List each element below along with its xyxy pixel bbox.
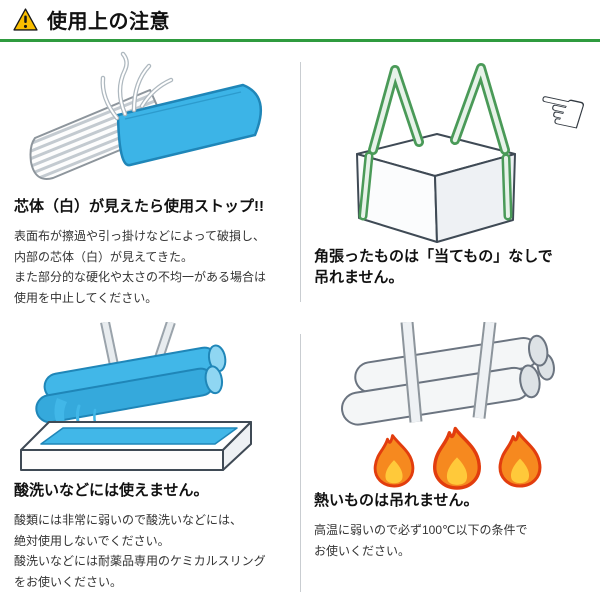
panel-heading: 熱いものは吊れません。 bbox=[314, 492, 479, 509]
warning-triangle-icon bbox=[13, 8, 38, 31]
sling-straps bbox=[400, 322, 497, 423]
flame-icons bbox=[373, 426, 542, 490]
sling-loops bbox=[358, 63, 513, 221]
acid-tank-illustration bbox=[0, 322, 300, 474]
pointing-hand-icon: ☜ bbox=[529, 72, 591, 149]
panel-hot-load: 熱いものは吊れません。 高温に弱いので必ず100℃以下の条件で お使いください。 bbox=[300, 322, 600, 561]
column-divider-bottom bbox=[300, 334, 301, 592]
panel-body: 表面布が擦過や引っ掛けなどによって破損し、 内部の芯体（白）が見えてきた。 また… bbox=[14, 229, 267, 305]
pipe-bundle bbox=[341, 334, 555, 426]
panel-heading: 角張ったものは「当てもの」なしで 吊れません。 bbox=[314, 248, 553, 286]
acid-tank-drawing bbox=[20, 322, 252, 471]
wet-pipes bbox=[35, 344, 227, 424]
panel-acid-wash: 酸洗いなどには使えません。 酸類には非常に弱いので酸洗いなどには、 絶対使用しな… bbox=[0, 322, 300, 593]
flame-icon bbox=[373, 434, 415, 488]
blue-sling-jacket bbox=[116, 83, 263, 167]
flame-icon bbox=[433, 426, 481, 490]
sling-exposed-core-drawing bbox=[29, 51, 263, 180]
acid-tank bbox=[20, 421, 252, 471]
panel-body: 酸類には非常に弱いので酸洗いなどには、 絶対使用しないでください。 酸洗いなどに… bbox=[14, 513, 266, 589]
pipes-over-flames-drawing bbox=[341, 322, 555, 490]
panel-heading: 芯体（白）が見えたら使用ストップ!! bbox=[14, 198, 264, 215]
panel-core-visible: 芯体（白）が見えたら使用ストップ!! 表面布が擦過や引っ掛けなどによって破損し、… bbox=[0, 48, 300, 309]
header: 使用上の注意 bbox=[0, 0, 600, 42]
sling-core-illustration bbox=[0, 48, 300, 196]
box-sling-illustration: ☜ bbox=[300, 46, 600, 246]
panel-heading: 酸洗いなどには使えません。 bbox=[14, 482, 209, 499]
pipes-flames-illustration bbox=[300, 322, 600, 490]
panel-body: 高温に弱いので必ず100℃以下の条件で お使いください。 bbox=[314, 523, 528, 558]
column-divider-top bbox=[300, 62, 301, 302]
box-with-loops-drawing: ☜ bbox=[356, 63, 591, 243]
angular-container bbox=[356, 133, 516, 243]
panel-angular-load: ☜ 角張ったものは「当てもの」なしで 吊れません。 bbox=[300, 46, 600, 288]
page-title: 使用上の注意 bbox=[47, 11, 170, 33]
flame-icon bbox=[498, 431, 542, 488]
